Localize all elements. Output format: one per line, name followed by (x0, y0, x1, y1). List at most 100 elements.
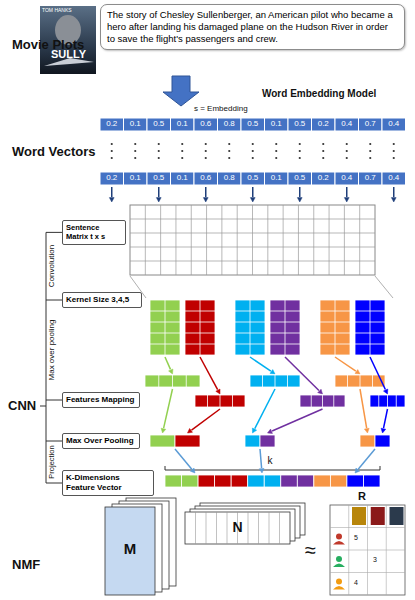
ellipsis-dot (299, 157, 301, 159)
ellipsis-dot (275, 150, 277, 152)
grid-line (252, 205, 253, 275)
kernel-line (185, 322, 215, 323)
vector-cell (312, 118, 336, 131)
grid-line (359, 205, 360, 275)
vector-arrow (111, 187, 113, 197)
bracket-line (46, 300, 62, 301)
vector-value: 0.5 (241, 174, 265, 183)
kernel-line (370, 300, 371, 355)
kernel-line (185, 333, 215, 334)
grid-line (145, 205, 146, 275)
diagram-label: Max over pooling (48, 305, 57, 395)
map-line (378, 395, 379, 407)
embedding-arrow (163, 76, 199, 106)
bracket-line (46, 441, 62, 442)
diagram-label: 3 (373, 556, 377, 564)
vector-value: 0.2 (100, 174, 124, 183)
kernel-line (235, 333, 265, 334)
grid-line (130, 233, 375, 234)
vector-value: 0.2 (312, 120, 336, 129)
pool-arrow (192, 409, 220, 430)
vector-cell (124, 118, 148, 131)
grid-line (160, 205, 161, 275)
vector-cell (100, 172, 124, 185)
matrix-line (216, 512, 217, 544)
matrix-line (195, 512, 196, 544)
feature-vector-cell (363, 475, 380, 487)
vector-cell (382, 118, 406, 131)
pooled-feature (360, 435, 375, 447)
grid-line (329, 205, 330, 275)
map-arrow (335, 357, 356, 371)
ellipsis-dot (228, 157, 230, 159)
vector-arrow-head (156, 198, 161, 202)
ellipsis-dot (205, 150, 207, 152)
map-arrow (250, 357, 271, 371)
vector-value: 0.5 (147, 120, 171, 129)
kernel-line (355, 333, 385, 334)
kernel-line (285, 300, 286, 355)
ellipsis-dot (111, 150, 113, 152)
sentence-matrix (130, 205, 375, 275)
feature-vector-cell (297, 475, 314, 487)
ellipsis-dot (134, 157, 136, 159)
kernel-line (235, 344, 265, 345)
ellipsis-dot (393, 143, 395, 145)
grid-line (221, 205, 222, 275)
vector-cell (171, 118, 195, 131)
matrix-line (206, 512, 207, 544)
ellipsis-dot (181, 143, 183, 145)
map-arrow-head (216, 389, 220, 394)
pool-arrow-head (268, 429, 273, 433)
vector-value: 0.4 (382, 120, 406, 129)
vector-arrow (252, 187, 254, 197)
grid-line (206, 205, 207, 275)
bracket-line (46, 483, 62, 484)
grid-line (267, 205, 268, 275)
feature-vector-cell (165, 475, 182, 487)
ellipsis-dot (111, 157, 113, 159)
map-arrow (165, 357, 170, 369)
ellipsis-dot (369, 150, 371, 152)
node-text: Kernel Size 3,4,5 (66, 295, 138, 305)
vector-value: 0.2 (100, 120, 124, 129)
ellipsis-dot (158, 157, 160, 159)
user-icon (333, 541, 345, 545)
diagram-label: Projection (48, 442, 56, 482)
poster-thumb (352, 507, 366, 525)
kernel-line (320, 311, 350, 312)
vector-value: 0.1 (171, 174, 195, 183)
map-line (220, 395, 221, 407)
matrix-line (330, 572, 405, 573)
pooled-feature (375, 435, 390, 447)
ellipsis-dot (346, 143, 348, 145)
grid-line (237, 205, 238, 275)
feature-vector-cell (231, 475, 248, 487)
kernel-line (270, 344, 300, 345)
map-line (396, 395, 397, 407)
ellipsis-dot (228, 150, 230, 152)
grid-line (283, 205, 284, 275)
map-arrow-head (383, 389, 387, 394)
ellipsis-dot (369, 143, 371, 145)
feature-vector-cell (182, 475, 199, 487)
pool-arrow-head (364, 428, 369, 433)
ellipsis-dot (205, 143, 207, 145)
map-line (347, 375, 348, 387)
vector-arrow-head (109, 198, 114, 202)
ellipsis-dot (158, 150, 160, 152)
vector-cell (124, 172, 148, 185)
bracket-line (46, 400, 62, 401)
bracket-line (40, 406, 46, 407)
plot-text-box: The story of Chesley Sullenberger, an Am… (100, 4, 405, 50)
vector-value: 0.1 (171, 120, 195, 129)
kernel-line (320, 322, 350, 323)
kernel-line (270, 311, 300, 312)
vector-arrow (346, 187, 348, 197)
ellipsis-dot (158, 143, 160, 145)
vector-cell (218, 118, 242, 131)
ellipsis-dot (369, 157, 371, 159)
diagram-label: s = Embedding (194, 105, 248, 114)
vector-value: 0.5 (288, 120, 312, 129)
